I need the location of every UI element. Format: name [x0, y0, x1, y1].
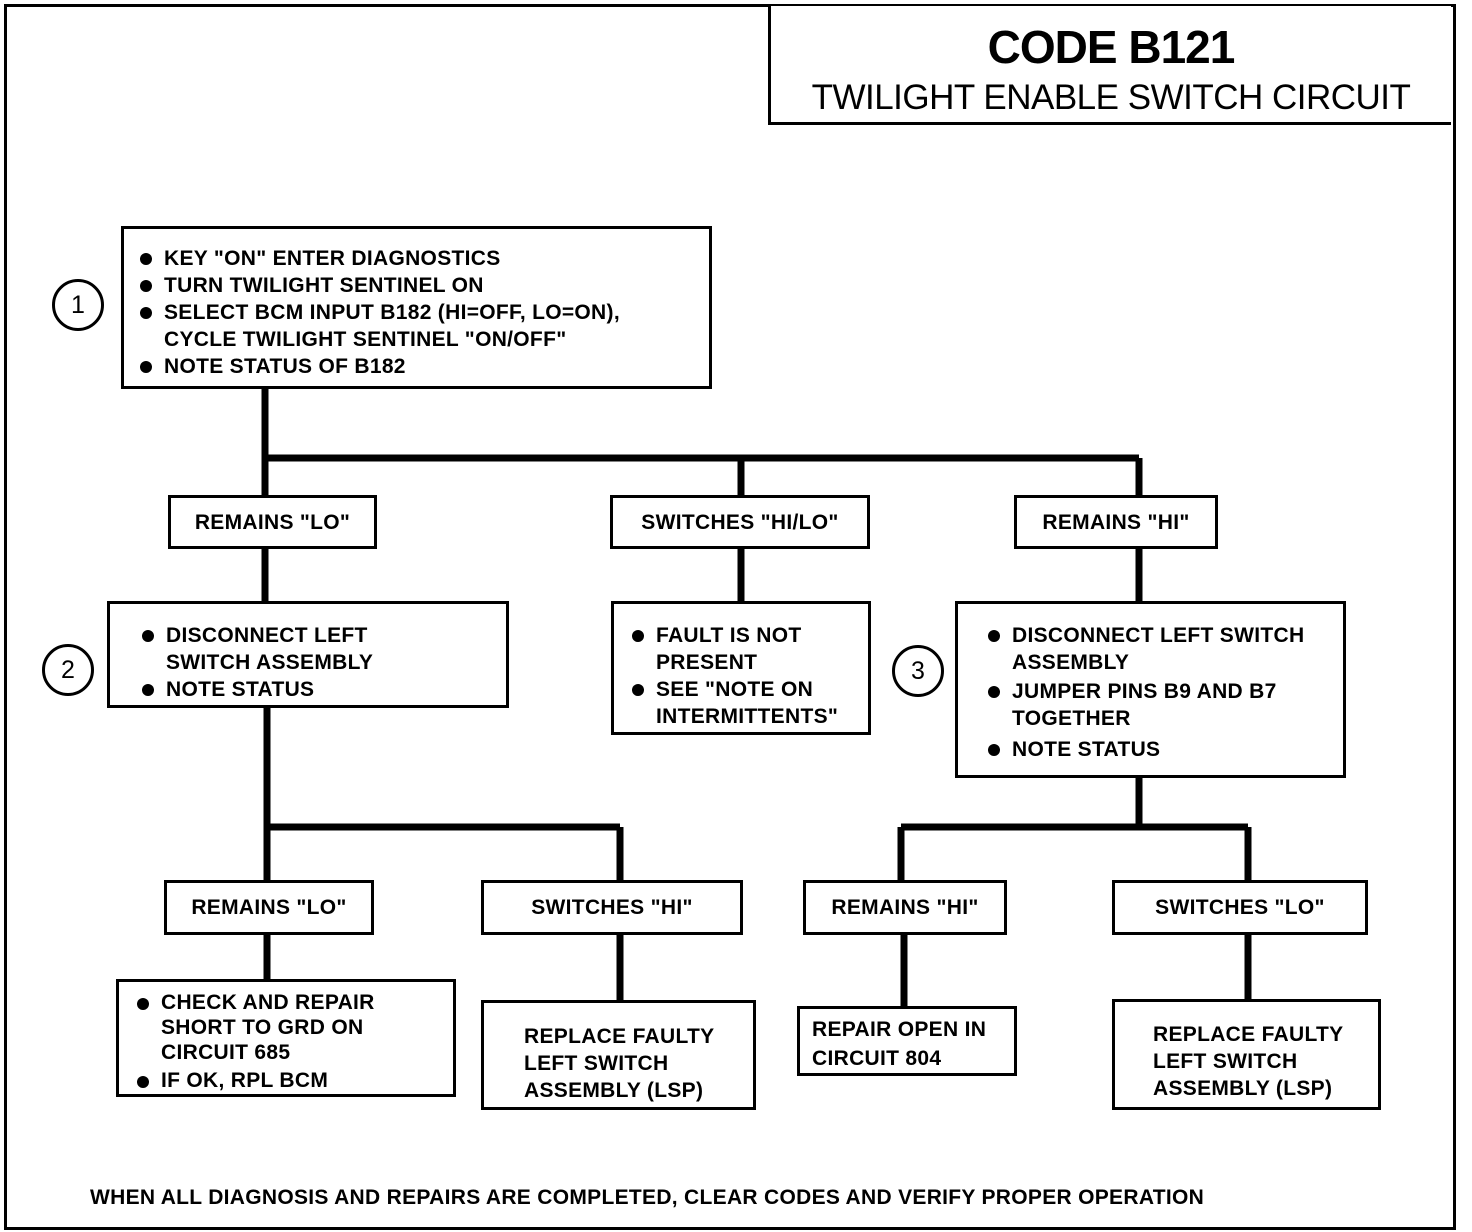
replace-switch-text: REPLACE FAULTY LEFT SWITCH ASSEMBLY (LSP… — [524, 1025, 715, 1102]
step-3-item: NOTE STATUS — [984, 736, 1335, 763]
title-block: CODE B121 TWILIGHT ENABLE SWITCH CIRCUIT — [768, 6, 1451, 125]
replace-switch-box-2: REPLACE FAULTY LEFT SWITCH ASSEMBLY (LSP… — [1112, 999, 1381, 1110]
step-3-item: DISCONNECT LEFT SWITCH ASSEMBLY — [984, 622, 1335, 676]
step-1-item: KEY "ON" ENTER DIAGNOSTICS — [136, 245, 699, 272]
step-2-item: DISCONNECT LEFT SWITCH ASSEMBLY — [138, 622, 498, 676]
step-3-item: JUMPER PINS B9 AND B7 TOGETHER — [984, 678, 1335, 732]
fault-item: FAULT IS NOT PRESENT — [628, 622, 860, 676]
step-1-item: SELECT BCM INPUT B182 (HI=OFF, LO=ON), C… — [136, 299, 699, 353]
branch-2-switches-hi: SWITCHES "HI" — [481, 880, 743, 935]
check-repair-box: CHECK AND REPAIR SHORT TO GRD ON CIRCUIT… — [116, 979, 456, 1097]
diagram-title: CODE B121 — [987, 21, 1236, 73]
step-1-item: TURN TWILIGHT SENTINEL ON — [136, 272, 699, 299]
check-item: CHECK AND REPAIR SHORT TO GRD ON CIRCUIT… — [133, 990, 445, 1065]
step-1-marker: 1 — [52, 279, 104, 331]
step-2-item: NOTE STATUS — [138, 676, 498, 703]
branch-remains-hi: REMAINS "HI" — [1014, 495, 1218, 549]
step-2-marker: 2 — [42, 644, 94, 696]
branch-3-remains-hi: REMAINS "HI" — [803, 880, 1007, 935]
step-3-marker: 3 — [892, 645, 944, 697]
replace-switch-box-1: REPLACE FAULTY LEFT SWITCH ASSEMBLY (LSP… — [481, 1000, 756, 1110]
repair-open-box: REPAIR OPEN IN CIRCUIT 804 — [797, 1006, 1017, 1076]
footer-note: WHEN ALL DIAGNOSIS AND REPAIRS ARE COMPL… — [90, 1186, 1205, 1209]
step-1-box: KEY "ON" ENTER DIAGNOSTICS TURN TWILIGHT… — [121, 226, 712, 389]
replace-switch-text: REPLACE FAULTY LEFT SWITCH ASSEMBLY (LSP… — [1153, 1023, 1344, 1100]
branch-2-remains-lo: REMAINS "LO" — [164, 880, 374, 935]
diagram-subtitle: TWILIGHT ENABLE SWITCH CIRCUIT — [811, 78, 1411, 117]
step-1-item: NOTE STATUS OF B182 — [136, 353, 699, 380]
branch-remains-lo: REMAINS "LO" — [168, 495, 377, 549]
diagram-frame — [4, 4, 1456, 1230]
branch-switches-hilo: SWITCHES "HI/LO" — [610, 495, 870, 549]
step-2-box: DISCONNECT LEFT SWITCH ASSEMBLY NOTE STA… — [107, 601, 509, 708]
check-item: IF OK, RPL BCM — [133, 1068, 445, 1093]
branch-3-switches-lo: SWITCHES "LO" — [1112, 880, 1368, 935]
repair-open-text: REPAIR OPEN IN CIRCUIT 804 — [812, 1018, 987, 1070]
step-3-box: DISCONNECT LEFT SWITCH ASSEMBLY JUMPER P… — [955, 601, 1346, 778]
fault-not-present-box: FAULT IS NOT PRESENT SEE "NOTE ON INTERM… — [611, 601, 871, 735]
fault-item: SEE "NOTE ON INTERMITTENTS" — [628, 676, 860, 730]
